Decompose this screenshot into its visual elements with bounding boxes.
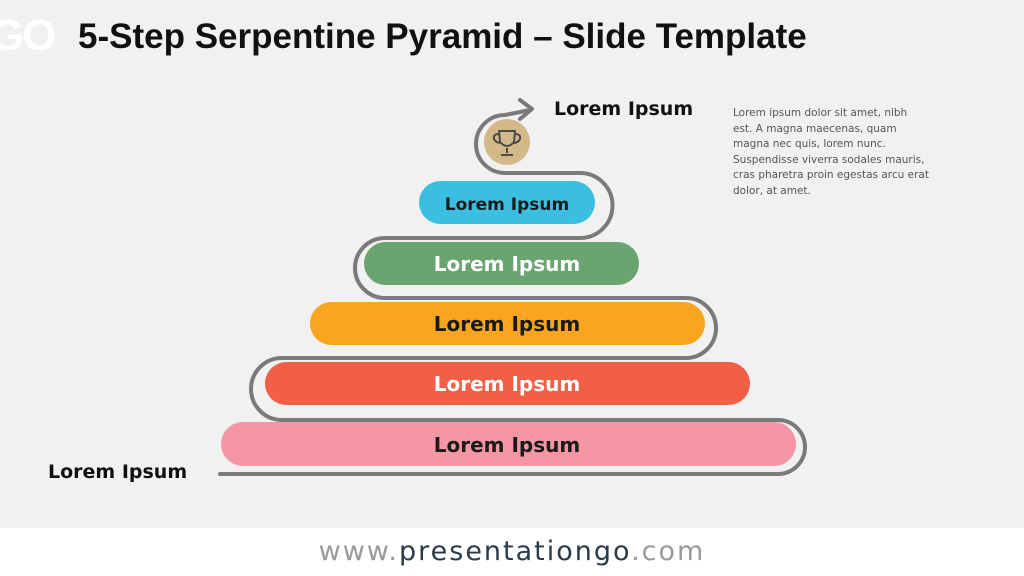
arrow-head-icon — [518, 98, 534, 121]
step-label-4: Lorem Ipsum — [434, 372, 580, 396]
serpentine-path — [218, 108, 807, 476]
step-bar-3 — [310, 302, 705, 345]
page-title: 5-Step Serpentine Pyramid – Slide Templa… — [78, 17, 807, 56]
trophy-icon — [484, 119, 530, 165]
footer-prefix: www. — [318, 536, 399, 567]
goal-label: Lorem Ipsum — [554, 98, 694, 120]
footer-url[interactable]: www.presentationgo.com — [0, 528, 1024, 576]
start-label: Lorem Ipsum — [48, 461, 188, 483]
slide-canvas: GO 5-Step Serpentine Pyramid – Slide Tem… — [0, 0, 1024, 528]
step-label-2: Lorem Ipsum — [434, 252, 580, 276]
brand-logo: GO — [0, 11, 56, 60]
step-bar-4 — [265, 362, 750, 405]
goal-description: Lorem ipsum dolor sit amet, nibh est. A … — [733, 107, 929, 197]
step-bars — [221, 181, 796, 466]
step-label-3: Lorem Ipsum — [434, 312, 580, 336]
footer-suffix: .com — [631, 536, 706, 567]
footer-brand: presentationgo — [399, 536, 632, 567]
step-bar-5 — [221, 422, 796, 466]
serpentine-pyramid: Lorem Ipsum Lorem Ipsum Lorem Ipsum Lore… — [218, 98, 807, 476]
step-label-5: Lorem Ipsum — [434, 433, 580, 457]
step-labels: Lorem Ipsum Lorem Ipsum Lorem Ipsum Lore… — [434, 195, 580, 457]
step-bar-2 — [364, 242, 639, 285]
step-label-1: Lorem Ipsum — [445, 195, 570, 215]
step-bar-1 — [419, 181, 595, 224]
